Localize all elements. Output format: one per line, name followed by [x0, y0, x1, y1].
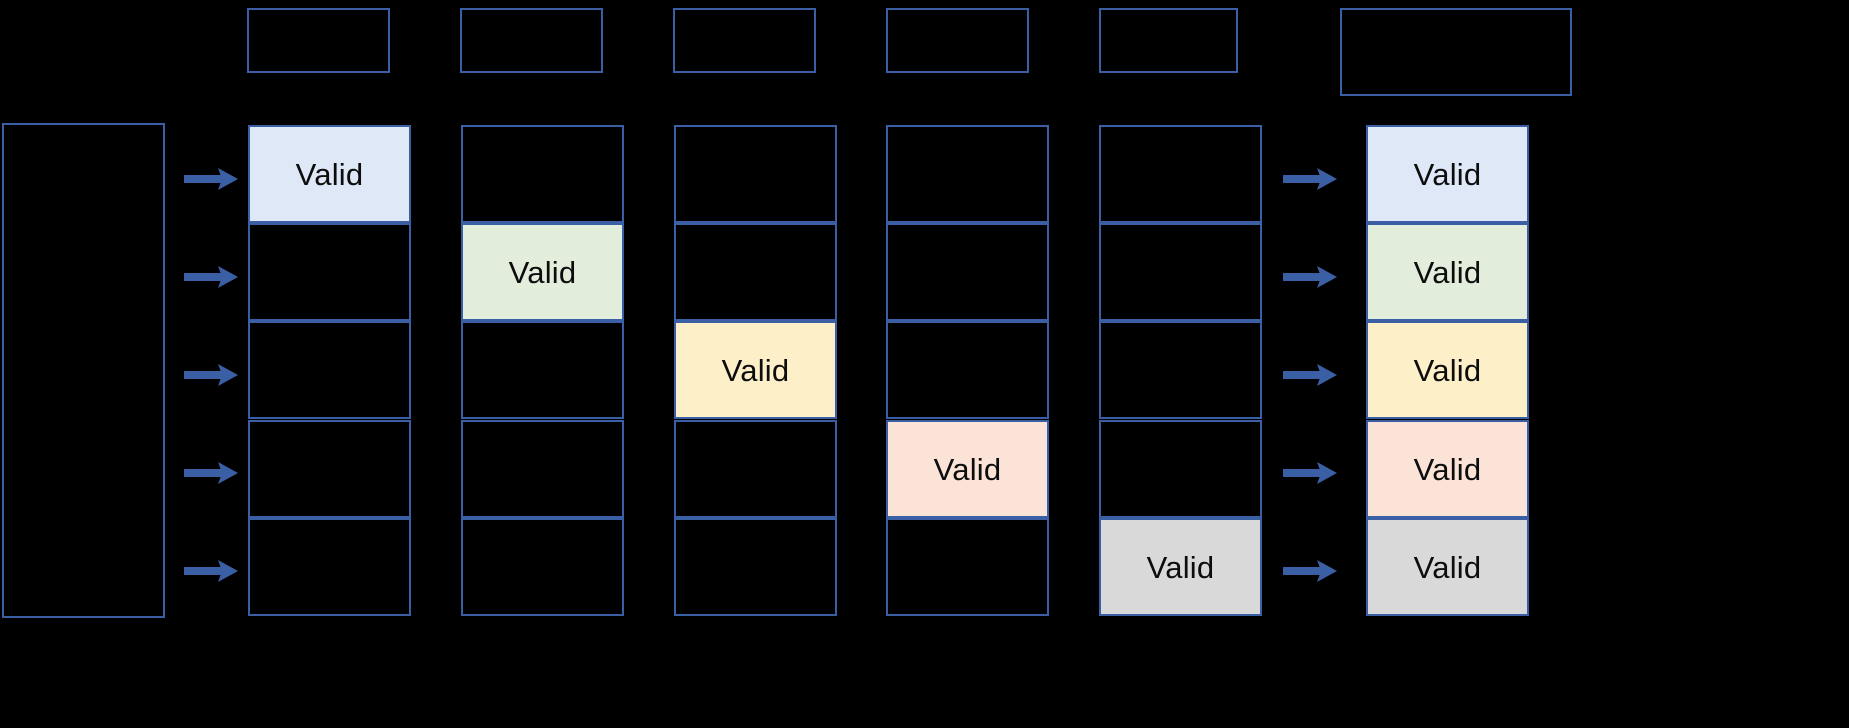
column-3-cell-3[interactable]: Valid	[674, 321, 837, 419]
arrow-right-icon	[1283, 364, 1337, 386]
arrow-right-icon	[1283, 168, 1337, 190]
header-box-6[interactable]	[1340, 8, 1572, 96]
arrow-row-4-to-result	[1283, 460, 1337, 486]
arrow-row-1-to-result	[1283, 166, 1337, 192]
column-4-cell-2[interactable]	[886, 223, 1049, 321]
column-2-cell-2[interactable]: Valid	[461, 223, 624, 321]
arrow-source-to-row-3	[184, 362, 238, 388]
header-box-2[interactable]	[460, 8, 603, 73]
header-box-3[interactable]	[673, 8, 816, 73]
header-box-4[interactable]	[886, 8, 1029, 73]
arrow-right-icon	[184, 364, 238, 386]
column-5-cell-3[interactable]	[1099, 321, 1262, 419]
column-2-cell-4[interactable]	[461, 420, 624, 518]
arrow-right-icon	[184, 560, 238, 582]
column-2-cell-5[interactable]	[461, 518, 624, 616]
column-2-cell-1[interactable]	[461, 125, 624, 223]
cell-label: Valid	[933, 451, 1002, 487]
column-result-cell-4[interactable]: Valid	[1366, 420, 1529, 518]
arrow-right-icon	[1283, 462, 1337, 484]
arrow-right-icon	[1283, 266, 1337, 288]
column-5-cell-1[interactable]	[1099, 125, 1262, 223]
column-5-cell-2[interactable]	[1099, 223, 1262, 321]
cell-label: Valid	[1146, 549, 1215, 585]
arrow-right-icon	[184, 168, 238, 190]
column-result-cell-1[interactable]: Valid	[1366, 125, 1529, 223]
arrow-right-icon	[184, 266, 238, 288]
arrow-source-to-row-2	[184, 264, 238, 290]
column-1-cell-4[interactable]	[248, 420, 411, 518]
column-1-cell-5[interactable]	[248, 518, 411, 616]
column-5-cell-5[interactable]: Valid	[1099, 518, 1262, 616]
column-2-cell-3[interactable]	[461, 321, 624, 419]
column-1-cell-2[interactable]	[248, 223, 411, 321]
arrow-right-icon	[1283, 560, 1337, 582]
cell-label: Valid	[1413, 451, 1482, 487]
column-3-cell-4[interactable]	[674, 420, 837, 518]
arrow-source-to-row-4	[184, 460, 238, 486]
column-5-cell-4[interactable]	[1099, 420, 1262, 518]
cell-label: Valid	[508, 254, 577, 290]
arrow-source-to-row-5	[184, 558, 238, 584]
cell-label: Valid	[721, 352, 790, 388]
header-box-1[interactable]	[247, 8, 390, 73]
cell-label: Valid	[295, 156, 364, 192]
column-1-cell-1[interactable]: Valid	[248, 125, 411, 223]
arrow-row-2-to-result	[1283, 264, 1337, 290]
column-4-cell-3[interactable]	[886, 321, 1049, 419]
header-box-5[interactable]	[1099, 8, 1238, 73]
source-panel[interactable]	[2, 123, 165, 618]
arrow-row-5-to-result	[1283, 558, 1337, 584]
column-3-cell-1[interactable]	[674, 125, 837, 223]
cell-label: Valid	[1413, 549, 1482, 585]
cell-label: Valid	[1413, 352, 1482, 388]
cell-label: Valid	[1413, 254, 1482, 290]
column-result-cell-2[interactable]: Valid	[1366, 223, 1529, 321]
column-4-cell-4[interactable]: Valid	[886, 420, 1049, 518]
column-result-cell-3[interactable]: Valid	[1366, 321, 1529, 419]
column-result-cell-5[interactable]: Valid	[1366, 518, 1529, 616]
arrow-right-icon	[184, 462, 238, 484]
column-1-cell-3[interactable]	[248, 321, 411, 419]
column-3-cell-2[interactable]	[674, 223, 837, 321]
arrow-row-3-to-result	[1283, 362, 1337, 388]
arrow-source-to-row-1	[184, 166, 238, 192]
cell-label: Valid	[1413, 156, 1482, 192]
column-4-cell-5[interactable]	[886, 518, 1049, 616]
column-4-cell-1[interactable]	[886, 125, 1049, 223]
column-3-cell-5[interactable]	[674, 518, 837, 616]
